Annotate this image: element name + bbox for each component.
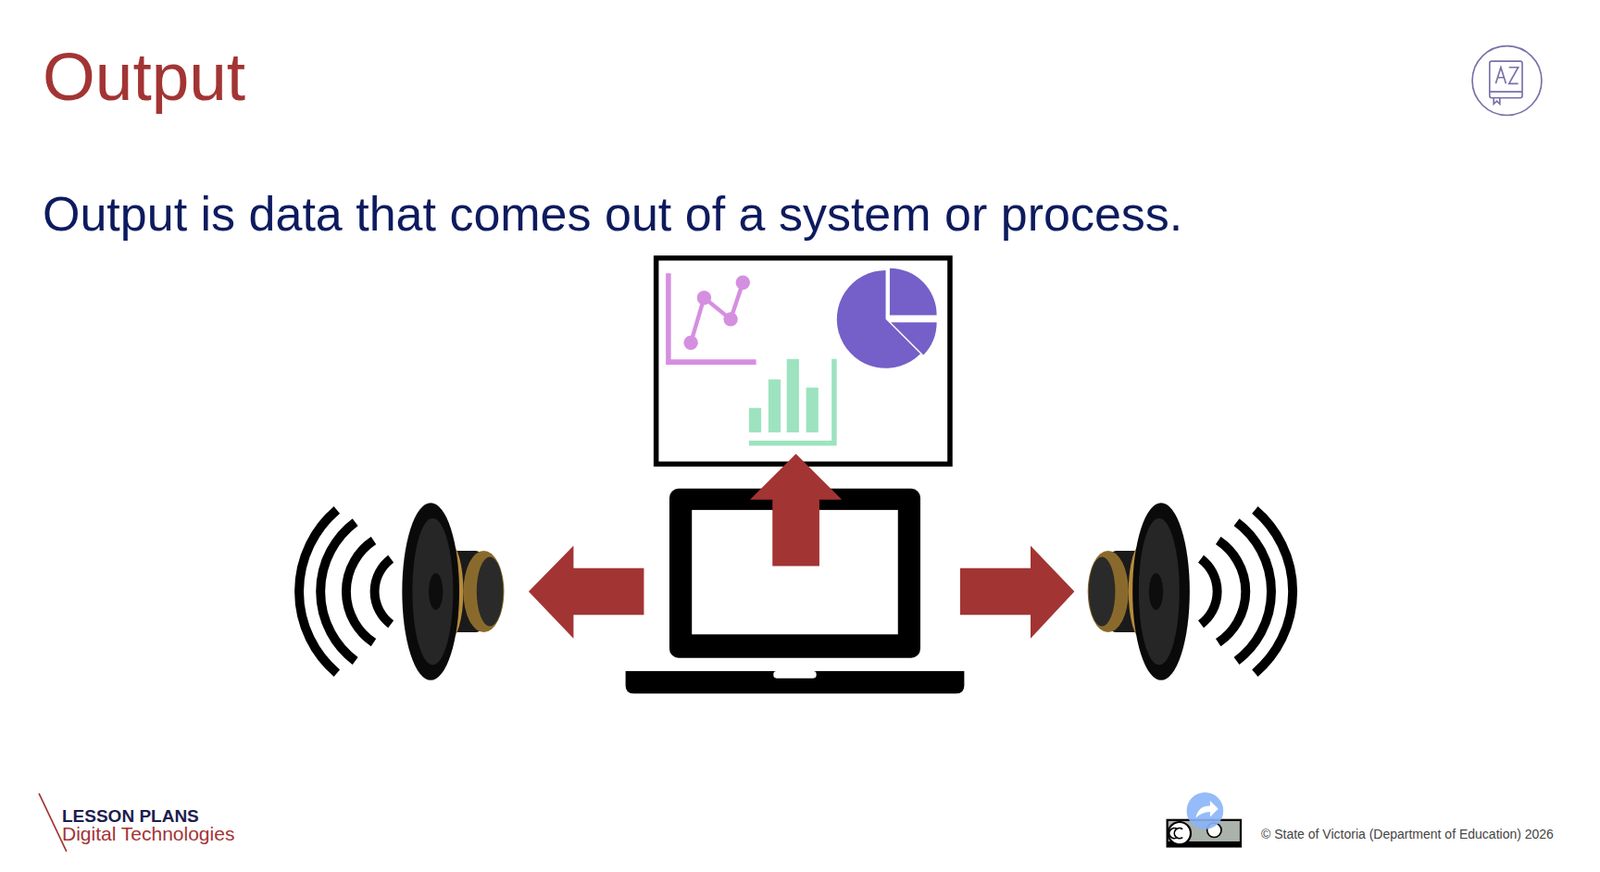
slide-title: Output (42, 42, 246, 111)
output-arrows (528, 453, 1075, 638)
copyright-note: © State of Victoria (Department of Educa… (1261, 827, 1554, 841)
definition-text: Output is data that comes out of a syste… (42, 189, 1183, 238)
speaker (299, 502, 504, 681)
logo-heading: LESSON PLANS (62, 807, 200, 825)
glossary-icon (1472, 46, 1542, 116)
speaker (1087, 502, 1293, 681)
logo-subheading: Digital Technologies (62, 824, 235, 844)
cc-by-badge (1166, 792, 1243, 848)
display-screen (656, 258, 950, 465)
